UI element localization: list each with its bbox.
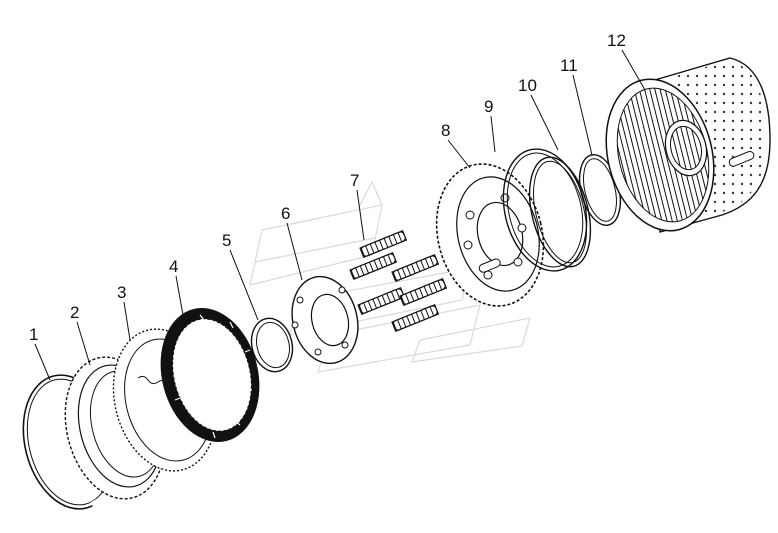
callout-12: 12: [607, 31, 626, 50]
callout-10: 10: [518, 76, 537, 95]
part-8-piston-gear: [435, 163, 545, 307]
callout-8: 8: [441, 121, 450, 140]
part-7-springs: [349, 230, 448, 332]
part-6-retainer-plate: [291, 275, 359, 365]
callout-labels: 1 2 3 4 5 6 7 8 9 10 11 12: [29, 31, 626, 344]
callout-4: 4: [169, 257, 178, 276]
leader-lines: [34, 49, 646, 381]
part-10-seal-ring: [528, 156, 592, 268]
callout-1: 1: [29, 325, 38, 344]
part-12-clutch-drum: [605, 57, 771, 233]
callout-5: 5: [222, 231, 231, 250]
callout-6: 6: [281, 204, 290, 223]
callout-7: 7: [350, 171, 359, 190]
part-4-friction-disc: [160, 308, 260, 442]
callout-2: 2: [70, 303, 79, 322]
callout-3: 3: [117, 283, 126, 302]
part-5-o-ring: [250, 317, 294, 373]
callout-9: 9: [484, 97, 493, 116]
callout-11: 11: [560, 56, 578, 75]
